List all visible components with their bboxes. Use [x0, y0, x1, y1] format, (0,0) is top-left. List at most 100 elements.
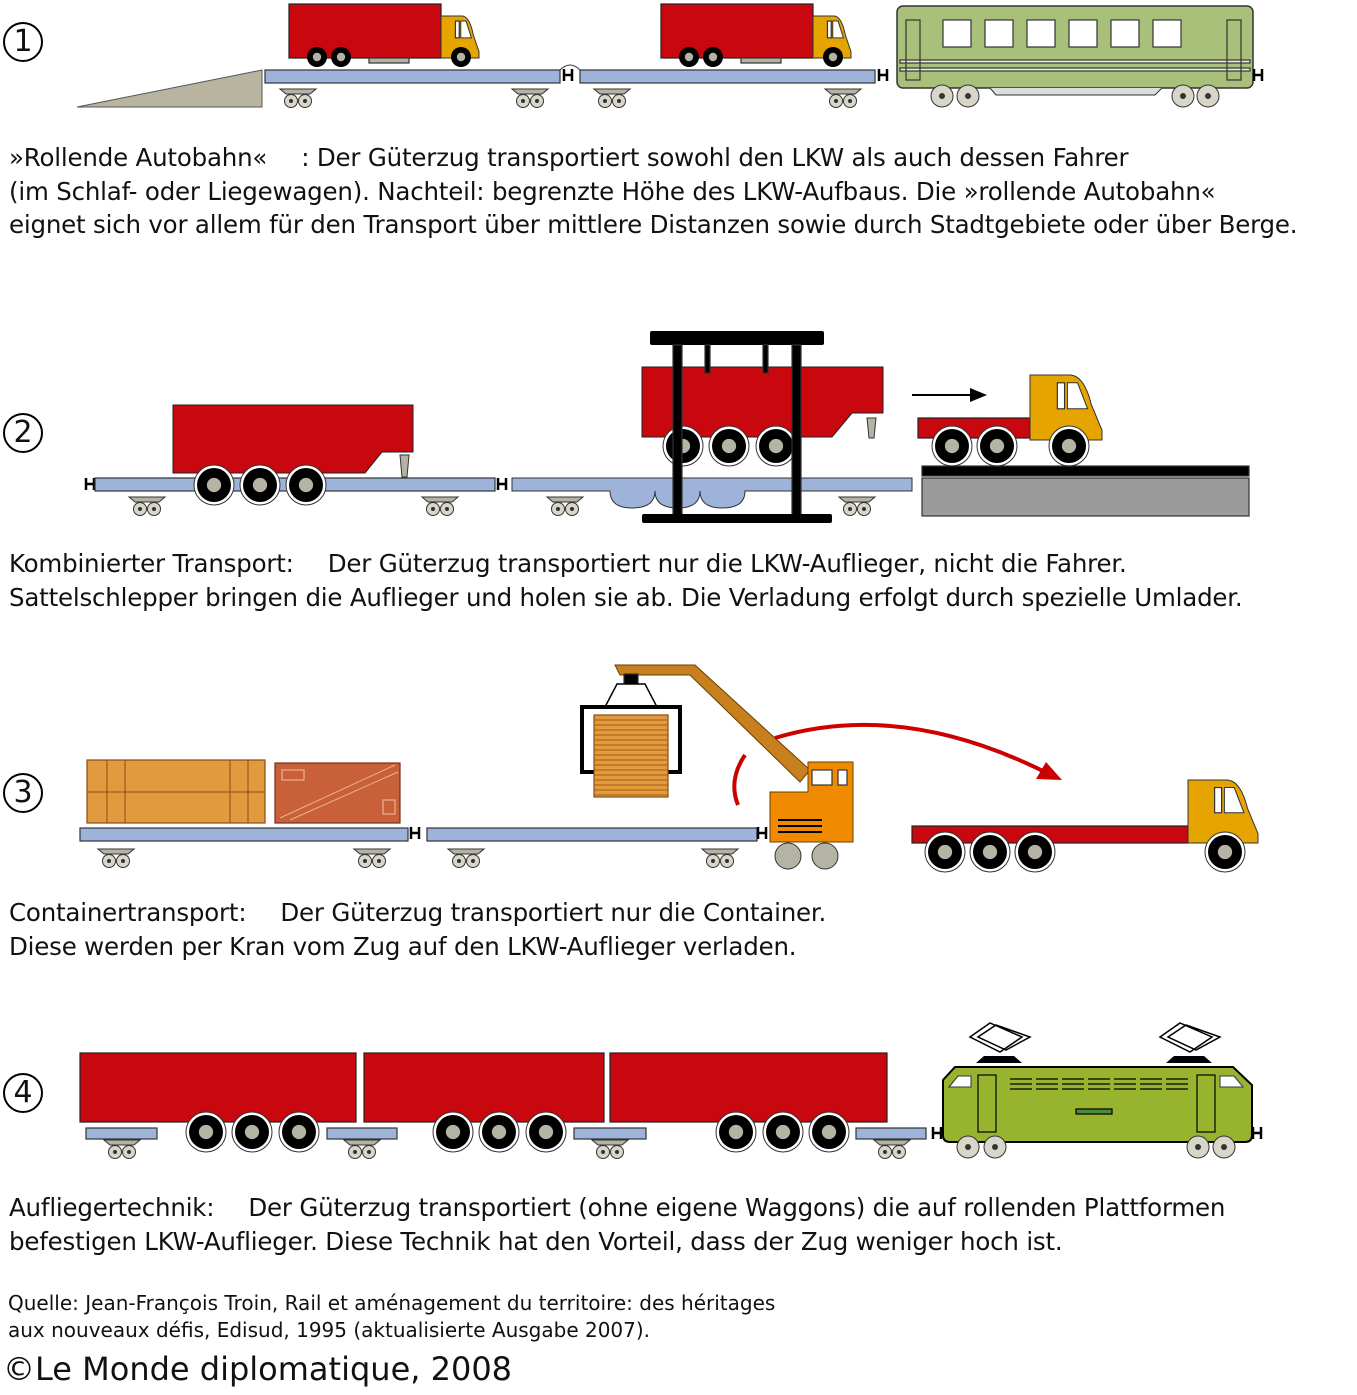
- section-2-text: Kombinierter Transport:Der Güterzug tran…: [9, 547, 1243, 614]
- platform-deck: [573, 1127, 647, 1140]
- bogie-frame: [127, 496, 167, 503]
- section-4-label: Aufliegertechnik:: [9, 1193, 215, 1222]
- car-window: [1068, 19, 1098, 48]
- cab-window: [1213, 786, 1223, 814]
- section-number-1: 1: [3, 22, 43, 62]
- bogie-frame: [590, 1139, 630, 1146]
- axle: [615, 1150, 619, 1154]
- platform-edge: [921, 465, 1250, 477]
- passenger-car: [896, 5, 1264, 108]
- wheel: [451, 47, 471, 67]
- bogie: [96, 848, 136, 868]
- section-3-line: Diese werden per Kran vom Zug auf den LK…: [9, 931, 797, 961]
- platform-deck: [326, 1127, 398, 1140]
- hub: [944, 438, 960, 454]
- bogie-frame: [278, 88, 318, 95]
- section-3-line: Der Güterzug transportiert nur die Conta…: [280, 898, 827, 927]
- section-number-2: 2: [3, 413, 43, 453]
- axle: [289, 99, 293, 103]
- hub: [828, 52, 838, 62]
- container-truck: [911, 779, 1259, 873]
- axle: [711, 859, 715, 863]
- wheel: [931, 425, 973, 467]
- platform-deck: [85, 1127, 158, 1140]
- hub: [491, 1124, 507, 1140]
- truck-support: [368, 57, 410, 64]
- section-4-line: Der Güterzug transportiert (ohne eigene …: [248, 1193, 1226, 1222]
- hub: [989, 438, 1005, 454]
- bogie-frame: [872, 1139, 912, 1146]
- pantograph-base: [1166, 1056, 1212, 1063]
- coupling: [1252, 69, 1264, 81]
- axle: [834, 99, 838, 103]
- hub: [821, 1124, 837, 1140]
- bogie-frame: [342, 1139, 382, 1146]
- section-1-label: »Rollende Autobahn«: [9, 143, 268, 172]
- lifted-container: [593, 714, 669, 798]
- bogie-frame: [446, 848, 486, 855]
- flatcar-deck: [79, 827, 409, 842]
- car-window: [942, 19, 972, 48]
- bogie: [823, 88, 863, 108]
- wheel: [969, 831, 1011, 873]
- axle: [1221, 1144, 1227, 1150]
- axle: [965, 93, 971, 99]
- axle: [862, 507, 866, 511]
- trailer: [172, 404, 414, 474]
- locomotive-body: [942, 1066, 1253, 1143]
- hub: [721, 438, 737, 454]
- axle: [127, 1150, 131, 1154]
- container-2: [274, 762, 401, 824]
- pocket-wagon: [511, 477, 913, 516]
- axle: [897, 1150, 901, 1154]
- section-1-text: »Rollende Autobahn«: Der Güterzug transp…: [9, 141, 1298, 242]
- electric-locomotive: [942, 1022, 1263, 1159]
- wheel: [662, 425, 704, 467]
- car-stripe: [899, 67, 1251, 72]
- car-door: [905, 19, 921, 81]
- source-line: Quelle: Jean-François Troin, Rail et amé…: [8, 1291, 776, 1315]
- bogie: [352, 848, 392, 868]
- tractor: [917, 374, 1103, 467]
- axle: [303, 99, 307, 103]
- bogie-platform: [85, 1127, 158, 1159]
- hub: [445, 1124, 461, 1140]
- gantry-top: [650, 331, 824, 345]
- section-3-text: Containertransport:Der Güterzug transpor…: [9, 896, 826, 963]
- car-window: [1152, 19, 1182, 48]
- container-label: [382, 799, 396, 815]
- axle: [535, 99, 539, 103]
- bogie-frame: [510, 88, 550, 95]
- loco-nameplate: [1075, 1108, 1113, 1115]
- wheel: [1204, 831, 1246, 873]
- flatcar: [264, 69, 561, 108]
- pantograph-base: [976, 1056, 1022, 1063]
- hub: [708, 52, 718, 62]
- bogie: [837, 496, 877, 516]
- wheel: [432, 1111, 474, 1153]
- cab-body: [1029, 374, 1103, 441]
- hub: [982, 844, 998, 860]
- coupling: [1251, 1127, 1263, 1139]
- gantry-crane: [642, 331, 832, 523]
- trailer: [79, 1052, 357, 1123]
- section-2-label: Kombinierter Transport:: [9, 549, 294, 578]
- source-line: aux nouveaux défis, Edisud, 1995 (aktual…: [8, 1318, 651, 1342]
- source-note: Quelle: Jean-François Troin, Rail et amé…: [8, 1290, 775, 1344]
- bridge-plate: [559, 64, 581, 71]
- container-1: [86, 759, 266, 824]
- truck: [288, 3, 480, 67]
- wheel: [278, 1111, 320, 1153]
- loading-ramp: [76, 69, 263, 108]
- wheel: [823, 47, 843, 67]
- bogie: [700, 848, 740, 868]
- bogie-frame: [592, 88, 632, 95]
- spreader: [604, 683, 658, 708]
- crane-window: [837, 769, 848, 786]
- cab-body: [1187, 779, 1259, 844]
- bogie: [545, 496, 585, 516]
- gantry-base: [642, 514, 832, 523]
- section-number-3: 3: [3, 773, 43, 813]
- wheel: [193, 464, 235, 506]
- wheel: [715, 1111, 757, 1153]
